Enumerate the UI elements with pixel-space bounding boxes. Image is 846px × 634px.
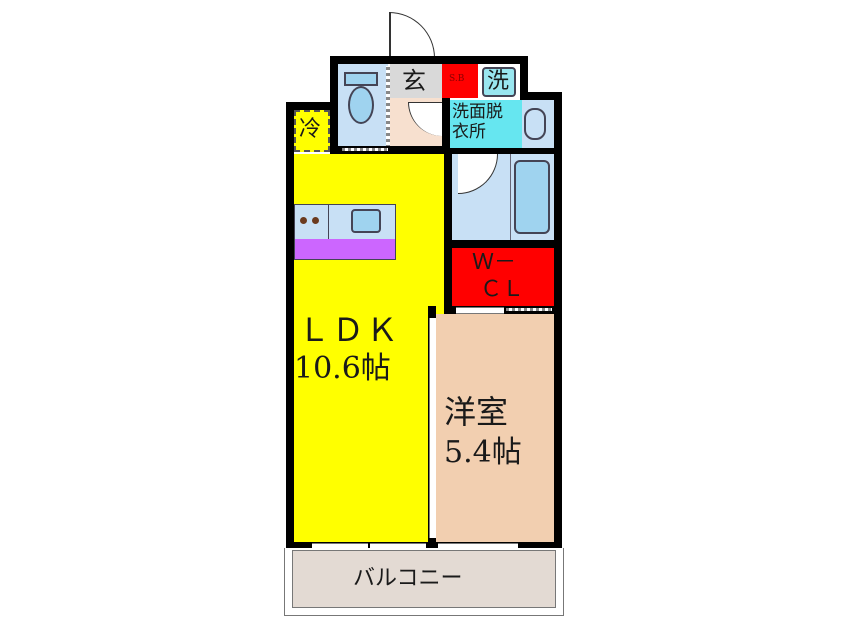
wall-shoebox-bottom — [442, 98, 450, 154]
balcony-label: バルコニー — [353, 566, 463, 591]
wall-right-upper — [520, 92, 562, 100]
refrigerator-label: 冷 — [299, 117, 322, 142]
wall-left — [286, 102, 294, 550]
entrance-label: 玄 — [402, 67, 426, 95]
refrigerator-space: 冷 — [294, 110, 330, 152]
toilet-bottom-trim — [342, 148, 388, 151]
washroom: 洗面脱 衣所 — [450, 100, 554, 148]
kitchen-counter — [294, 204, 396, 260]
stove-top — [295, 205, 329, 239]
wall-toilet-bottom — [338, 146, 446, 154]
bathroom-door-swing — [458, 154, 498, 194]
toilet-room — [338, 64, 388, 150]
balcony: バルコニー — [292, 550, 556, 608]
wall-bath-left — [444, 150, 452, 310]
shoe-box: S.B — [442, 64, 478, 98]
bathtub-divider — [510, 154, 511, 240]
wall-right — [554, 92, 562, 550]
western-room-size: 5.4帖 — [444, 435, 522, 470]
entrance-door-swing — [389, 12, 435, 58]
wall-bath-bottom — [444, 240, 562, 248]
burner-icon — [300, 217, 307, 224]
walk-in-closet: Ｗ－ ＣＬ — [452, 248, 554, 306]
wall-washroom-bottom — [450, 148, 554, 154]
entrance-door[interactable] — [389, 12, 391, 58]
wall-fridge-right — [330, 102, 338, 154]
wall-fridge-top — [286, 102, 338, 110]
wic-door[interactable] — [456, 307, 504, 314]
washer-label: 洗 — [487, 69, 510, 94]
wall-washer-right — [520, 56, 528, 98]
wic-door-trim — [506, 308, 552, 311]
toilet-bowl-icon — [348, 86, 374, 124]
kitchen-sink-area — [329, 205, 395, 239]
western-room: 洋室 5.4帖 — [436, 314, 554, 542]
sink-icon — [524, 108, 546, 140]
entrance-genkan: 玄 — [390, 64, 442, 98]
toilet-door[interactable] — [386, 66, 390, 148]
washroom-label-line2: 衣所 — [452, 122, 486, 142]
kitchen-sink-icon — [351, 209, 381, 233]
ldk-size: 10.6帖 — [294, 351, 391, 386]
ldk-label: ＬＤＫ — [298, 311, 401, 349]
washer-icon: 洗 — [482, 67, 516, 97]
shoe-box-label: S.B — [449, 74, 465, 84]
entrance-hall — [390, 98, 442, 146]
bathtub-icon — [514, 160, 550, 234]
washer-space: 洗 — [478, 64, 520, 98]
bathroom — [452, 154, 554, 240]
burner-icon — [312, 217, 319, 224]
toilet-tank — [344, 72, 378, 86]
wic-label-line2: ＣＬ — [480, 277, 525, 302]
wic-label-line1: Ｗ－ — [472, 250, 517, 275]
ldk-room: ＬＤＫ 10.6帖 — [294, 154, 444, 542]
washroom-label-line1: 洗面脱 — [452, 102, 503, 122]
hall-door-swing — [408, 102, 442, 136]
wall-top-block — [330, 56, 528, 64]
western-room-label: 洋室 — [444, 393, 509, 431]
